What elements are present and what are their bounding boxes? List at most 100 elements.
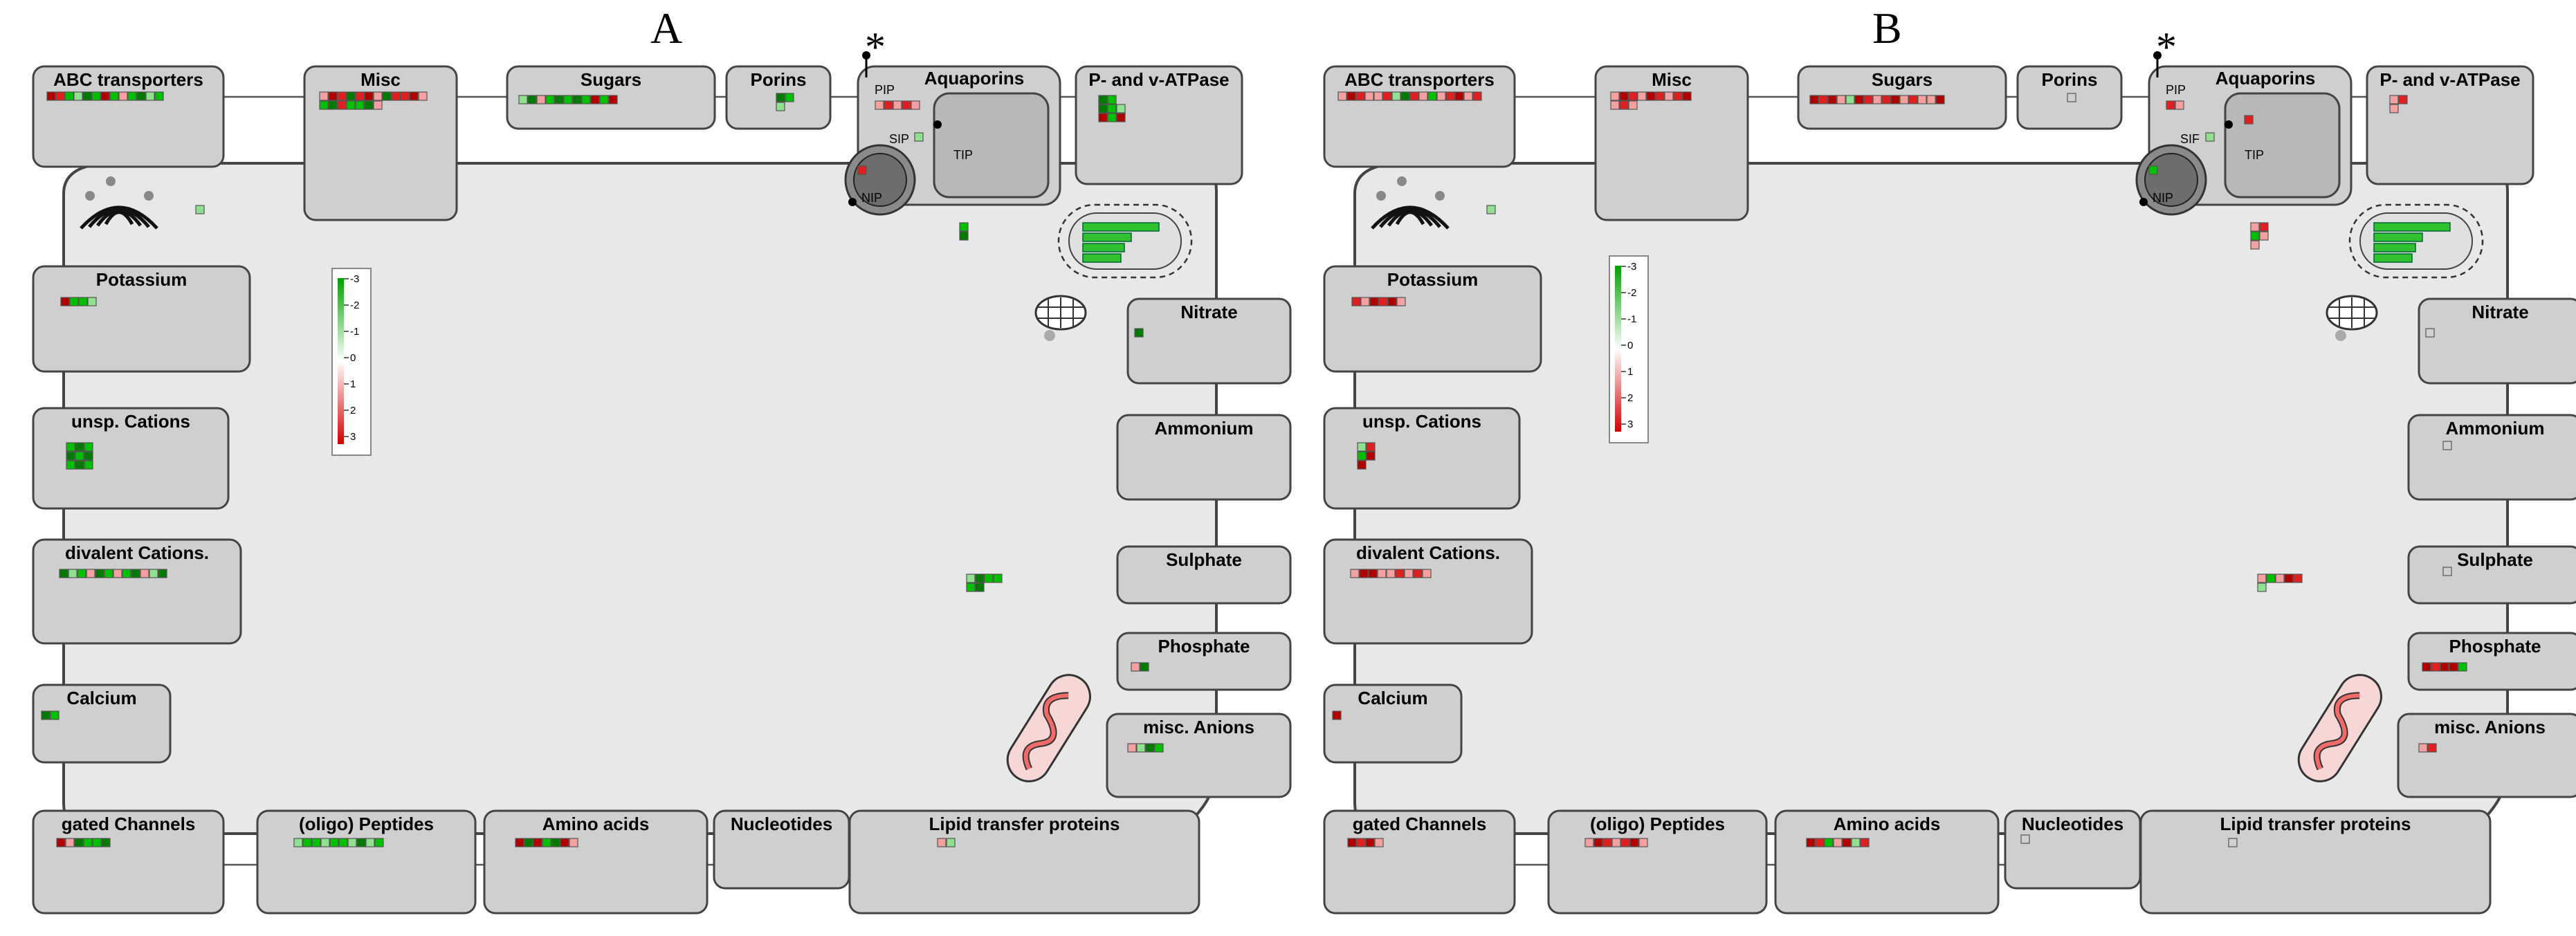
- expression-square: [1628, 100, 1638, 110]
- expression-square: [569, 838, 578, 847]
- legend-tick: 0: [350, 352, 356, 364]
- expression-square: [136, 91, 146, 101]
- expression-square: [1682, 91, 1692, 101]
- expression-square: [319, 100, 329, 110]
- legend-tick: -3: [1627, 261, 1636, 273]
- expression-square: [66, 442, 75, 452]
- expression-square: [1357, 451, 1367, 461]
- expression-square: [118, 91, 128, 101]
- expression-square: [1396, 297, 1406, 306]
- mitochondrion-icon: [1006, 674, 1091, 782]
- expression-square: [2427, 743, 2437, 753]
- expression-square: [319, 91, 329, 101]
- expression-square: [1602, 838, 1612, 847]
- expression-square: [2284, 573, 2294, 583]
- expression-square: [84, 442, 93, 452]
- legend-tick: -1: [1627, 313, 1636, 325]
- expression-square: [2244, 115, 2254, 125]
- aquaporins-label: Aquaporins: [2216, 68, 2315, 89]
- expression-square: [1824, 838, 1834, 847]
- unsp-cations-label: unsp. Cations: [1362, 411, 1481, 432]
- expression-square: [347, 838, 357, 847]
- ammonium-box: [1116, 414, 1292, 501]
- pip-dot: [2153, 51, 2162, 59]
- expression-square: [914, 132, 924, 142]
- expression-square: [1154, 743, 1164, 753]
- atpase-box: [1075, 65, 1243, 185]
- abc-transporters-box: [1323, 65, 1516, 168]
- expression-square: [1619, 91, 1629, 101]
- expression-square: [572, 95, 582, 104]
- expression-square: [328, 91, 338, 101]
- expression-square: [2205, 132, 2215, 142]
- panel-letter: B: [1872, 3, 1902, 53]
- expression-square: [551, 838, 560, 847]
- expression-square: [1116, 113, 1126, 122]
- unsp-cations-box: [1323, 407, 1521, 510]
- expression-square: [418, 91, 428, 101]
- expression-square: [2398, 95, 2408, 104]
- expression-square: [533, 838, 542, 847]
- expression-square: [1806, 838, 1816, 847]
- expression-square: [1908, 95, 1918, 104]
- expression-square: [1836, 95, 1846, 104]
- expression-square: [302, 838, 312, 847]
- expression-square: [2275, 573, 2285, 583]
- expression-square: [1917, 95, 1927, 104]
- legend-tick: 2: [1627, 392, 1633, 404]
- expression-square: [1359, 569, 1369, 578]
- expression-square: [1620, 838, 1630, 847]
- tonoplast-vacuole: [2224, 92, 2341, 199]
- expression-square: [518, 95, 528, 104]
- expression-square: [400, 91, 410, 101]
- expression-square: [2431, 662, 2440, 672]
- expression-square: [311, 838, 321, 847]
- gated-channels-label: gated Channels: [62, 814, 196, 834]
- tip-label: TIP: [953, 148, 973, 162]
- expression-square: [1369, 297, 1379, 306]
- expression-square: [364, 100, 374, 110]
- gated-channels-box: [32, 809, 225, 915]
- expression-square: [2228, 838, 2238, 847]
- expression-square: [109, 91, 119, 101]
- expression-square: [2259, 222, 2269, 232]
- expression-square: [365, 838, 375, 847]
- expression-square: [1445, 91, 1455, 101]
- sulphate-label: Sulphate: [1166, 549, 1242, 570]
- expression-square: [346, 100, 356, 110]
- nitrate-box: [2418, 297, 2576, 385]
- expression-square: [590, 95, 600, 104]
- expression-square: [65, 838, 75, 847]
- potassium-label: Potassium: [1387, 269, 1479, 290]
- legend-tick: -2: [1627, 287, 1636, 299]
- expression-square: [1131, 662, 1140, 672]
- sugars-label: Sugars: [1872, 69, 1933, 90]
- expression-square: [1404, 569, 1414, 578]
- expression-square: [346, 91, 356, 101]
- expression-square: [154, 91, 164, 101]
- ammonium-label: Ammonium: [1155, 418, 1254, 439]
- expression-square: [2389, 104, 2399, 113]
- expression-square: [1851, 838, 1861, 847]
- expression-square: [1098, 104, 1108, 113]
- expression-square: [1387, 297, 1397, 306]
- expression-square: [131, 569, 140, 578]
- nip-label: NIP: [861, 191, 882, 205]
- expression-square: [776, 93, 785, 102]
- expression-square: [937, 838, 947, 847]
- expression-square: [122, 569, 131, 578]
- calcium-box: [32, 683, 172, 764]
- abc-transporters-label: ABC transporters: [53, 69, 203, 90]
- expression-square: [1818, 95, 1828, 104]
- expression-square: [1366, 442, 1376, 452]
- expression-square: [2442, 441, 2452, 450]
- expression-square: [2175, 100, 2184, 110]
- expression-square: [1391, 91, 1401, 101]
- expression-square: [1637, 91, 1647, 101]
- sulphate-label: Sulphate: [2457, 549, 2533, 570]
- calcium-label: Calcium: [1358, 688, 1427, 708]
- plastid-icon: [1057, 203, 1193, 279]
